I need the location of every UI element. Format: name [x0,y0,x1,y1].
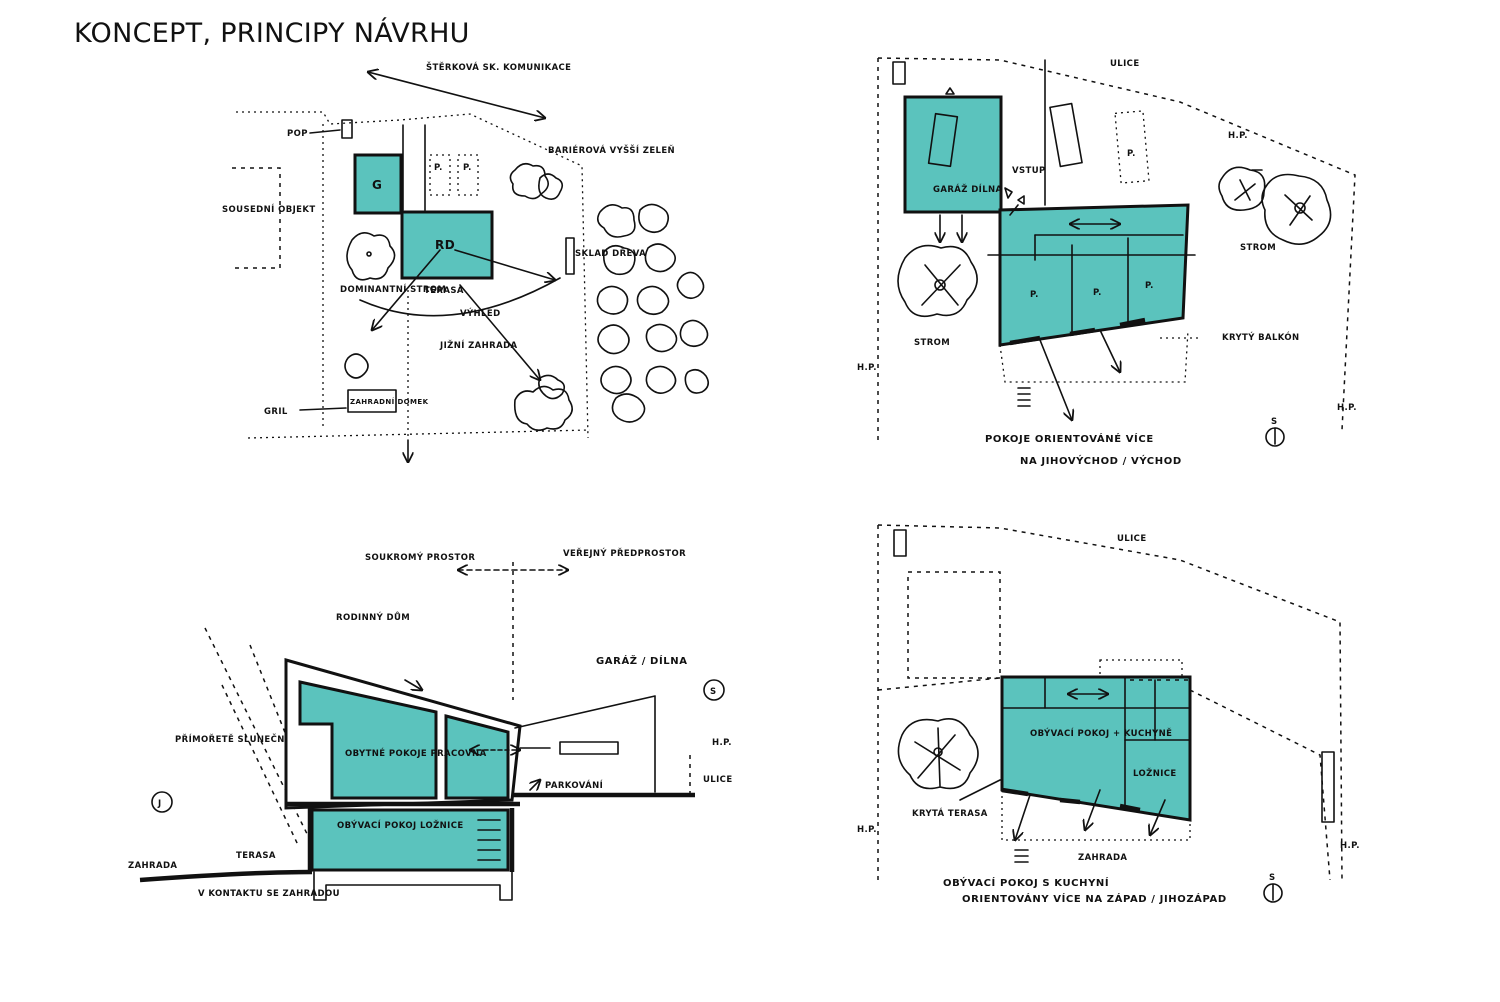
label-public: VEŘEJNÝ PŘEDPROSTOR [563,547,686,559]
label-hp-right: H.P. [1337,403,1357,413]
neighbor-building [232,167,281,269]
house-block [400,210,494,280]
label-entry: VSTUP [1012,166,1046,176]
site-plan-sketch: ŠTĚRKOVÁ SK. KOMUNIKACE POP BARIÉROVÁ VY… [222,61,710,462]
label-pop: POP [287,129,308,139]
label-garage-2: GARÁŽ DÍLNA [933,183,1003,195]
label-living-4: OBÝVACÍ POKOJ + KUCHYNĚ [1030,727,1172,739]
label-street-2: ULICE [1110,59,1140,69]
label-terrace-4: KRYTÁ TERASA [912,807,988,819]
label-bedroom-4: LOŽNICE [1133,767,1177,779]
label-greenery: BARIÉROVÁ VYŠŠÍ ZELEŇ [548,144,675,156]
label-neighbor: SOUSEDNÍ OBJEKT [222,203,316,215]
label-garage: G [372,178,382,192]
label-street-4: ULICE [1117,534,1147,544]
section-sketch: SOUKROMÝ PROSTOR VEŘEJNÝ PŘEDPROSTOR ROD… [128,547,733,901]
page-title: KONCEPT, PRINCIPY NÁVRHU [74,18,470,49]
upper-floor-sketch: ULICE GARÁŽ DÍLNA VSTUP P. H.P. STROM P.… [857,57,1357,467]
upper-room-2 [444,714,510,800]
label-terrace: TERASA [424,286,464,296]
label-north-2: S [1271,417,1278,427]
label-parking-a: P. [434,163,443,173]
label-garden: JIŽNÍ ZAHRADA [439,339,518,351]
label-living-3: OBÝVACÍ POKOJ LOŽNICE [337,819,464,831]
label-playhouse: ZAHRADNÍ DOMEK [350,397,429,406]
upper-room [298,680,438,800]
garage-block [353,153,403,215]
ground-floor-sketch: ULICE OBÝVACÍ POKOJ + KUCHYNĚ LOŽNICE KR… [857,524,1360,905]
label-rooms: OBYTNÉ POKOJE PRACOVNA [345,747,487,759]
label-note-4b: ORIENTOVÁNY VÍCE NA ZÁPAD / JIHOZÁPAD [962,892,1227,905]
label-north-3: S [710,687,717,697]
label-hp-top: H.P. [1228,131,1248,141]
label-note-2a: POKOJE ORIENTOVÁNÉ VÍCE [985,432,1154,445]
label-contact: V KONTAKTU SE ZAHRADOU [198,889,340,899]
label-house: RD [435,238,455,252]
label-terrace-3: TERASA [236,851,276,861]
rooms-block [998,203,1190,347]
label-south: J [157,799,162,809]
label-sun: PŘÍMOŘETĚ SLUNEČNÍ [175,733,288,745]
label-hp-right-4: H.P. [1340,841,1360,851]
label-note-2b: NA JIHOVÝCHOD / VÝCHOD [1020,454,1182,467]
label-tree-right: STROM [1240,243,1276,253]
label-hp-left-4: H.P. [857,825,877,835]
living-block [1000,675,1192,822]
label-garage-3: GARÁŽ / DÍLNA [596,654,688,667]
label-balcony: KRYTÝ BALKÓN [1222,331,1300,343]
label-garden-4: ZAHRADA [1078,853,1127,863]
label-view: VÝHLED [460,307,501,319]
barrier-greenery [596,203,710,423]
label-parking-2: P. [1127,149,1136,159]
label-north-4: S [1269,873,1276,883]
label-room-1: P. [1030,290,1039,300]
label-garden-3: ZAHRADA [128,861,177,871]
label-wood: SKLAD DŘEVA [575,247,646,259]
label-family-house: RODINNÝ DŮM [336,611,410,623]
label-grill: GRIL [264,407,288,417]
label-street-3: ULICE [703,775,733,785]
label-room-3: P. [1145,281,1154,291]
label-road: ŠTĚRKOVÁ SK. KOMUNIKACE [426,61,571,73]
label-private: SOUKROMÝ PROSTOR [365,551,475,563]
label-tree-left: STROM [914,338,950,348]
label-hp-3: H.P. [712,738,732,748]
label-room-2: P. [1093,288,1102,298]
label-hp-left: H.P. [857,363,877,373]
label-tree: DOMINANTNÍ STROM [340,283,446,295]
label-parking-b: P. [463,163,472,173]
label-parking-3: PARKOVÁNÍ [545,779,603,791]
label-note-4a: OBÝVACÍ POKOJ S KUCHYNÍ [943,876,1109,889]
road-arrow [368,72,545,118]
